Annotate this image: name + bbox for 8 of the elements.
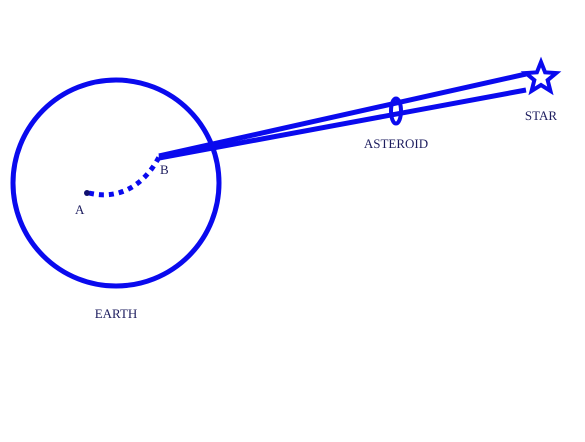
sight-line: [158, 88, 526, 160]
asteroid-label: ASTEROID: [362, 136, 430, 151]
sight-line: [158, 72, 527, 158]
point-label: B: [160, 162, 169, 177]
earth-label: EARTH: [94, 306, 138, 321]
star-label: STAR: [524, 108, 558, 123]
dotted-path: [88, 156, 162, 198]
point-label: A: [75, 202, 84, 217]
